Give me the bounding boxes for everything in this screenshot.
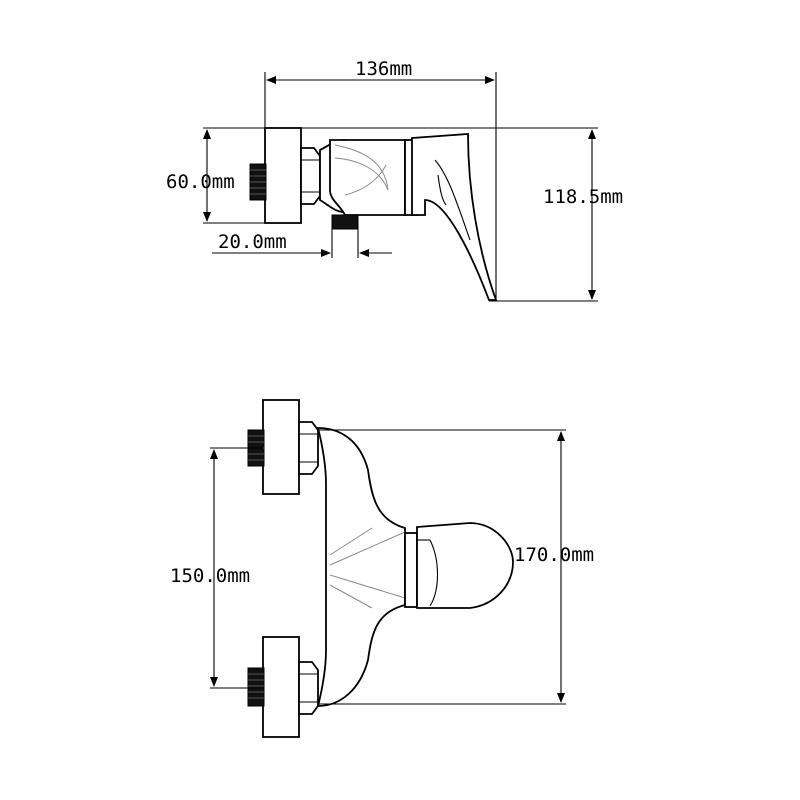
dim-label-height: 118.5mm	[543, 186, 623, 208]
dim-label-spacing: 150.0mm	[170, 565, 250, 587]
front-mixer-body	[316, 427, 406, 707]
dim-label-width: 136mm	[355, 58, 412, 80]
dim-label-length: 170.0mm	[514, 544, 594, 566]
front-view: 150.0mm 170.0mm	[170, 399, 594, 738]
dim-label-depth: 60.0mm	[166, 171, 235, 193]
lower-flange	[262, 636, 300, 738]
upper-hex-nut	[298, 421, 319, 475]
front-cartridge	[404, 532, 418, 608]
thread-lines	[250, 169, 266, 195]
hex-nut	[300, 147, 321, 205]
lower-threaded-inlet	[247, 667, 265, 707]
front-lever-handle	[416, 522, 514, 609]
lever-handle	[411, 133, 498, 301]
spout-outlet	[331, 214, 359, 230]
mixer-body	[329, 139, 406, 216]
lower-hex-nut	[298, 661, 319, 715]
wall-flange	[264, 127, 302, 224]
upper-flange	[262, 399, 300, 495]
dim-label-offset: 20.0mm	[218, 231, 287, 253]
side-view: 136mm 60.0mm 20.0mm 118.5mm	[166, 58, 623, 302]
